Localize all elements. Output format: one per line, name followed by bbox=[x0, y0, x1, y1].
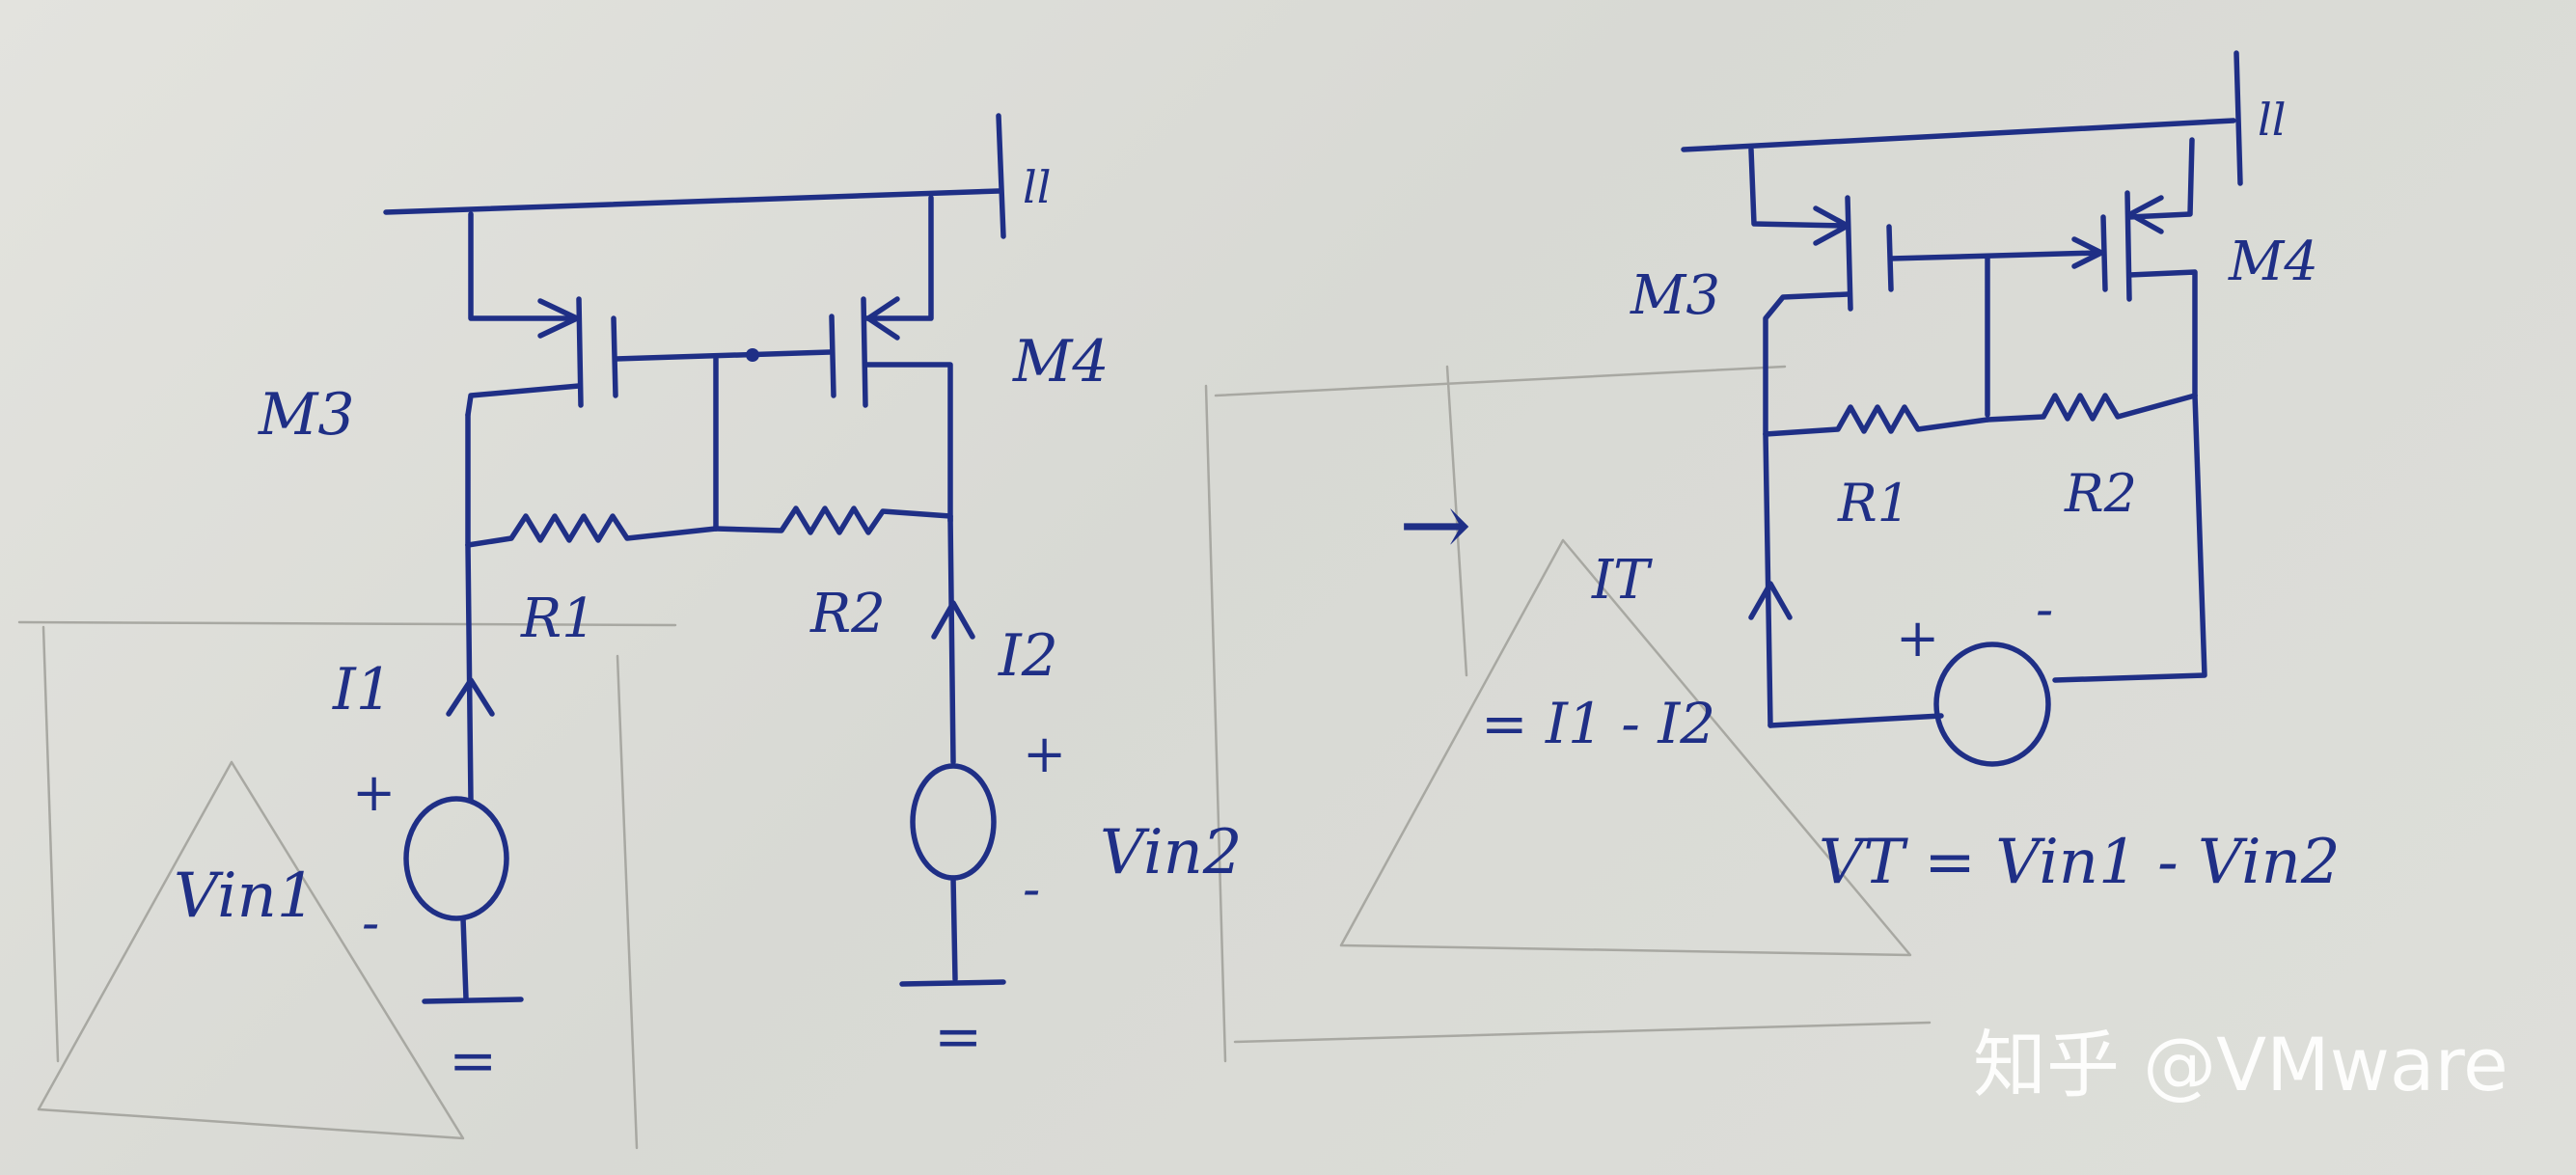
m3-label: M3 bbox=[258, 381, 355, 449]
vin1-ground bbox=[422, 997, 524, 1004]
rm3-source-lead bbox=[1748, 147, 1848, 229]
left-supply-symbol: ll bbox=[1023, 161, 1051, 213]
rit-arrow bbox=[1748, 581, 1793, 620]
rr1-label: R1 bbox=[1837, 473, 1910, 533]
r1-label: R1 bbox=[520, 588, 596, 650]
rit-wire bbox=[1763, 431, 1773, 728]
rm4-arrow bbox=[2127, 195, 2164, 234]
vt-equation: VT = Vin1 - Vin2 bbox=[1819, 827, 2341, 898]
m4-gate-plate bbox=[829, 314, 836, 398]
m4-arrow bbox=[865, 296, 900, 341]
i2-arrow bbox=[931, 600, 975, 640]
rm3-channel bbox=[1845, 195, 1853, 312]
rm4-channel bbox=[2124, 190, 2132, 302]
vin2-ground-wire bbox=[950, 875, 958, 982]
m4-label: M4 bbox=[1012, 328, 1110, 396]
vin1-plus: + bbox=[352, 762, 396, 823]
watermark-text: 知乎 @VMware bbox=[1973, 1022, 2508, 1107]
vin1-label: Vin1 bbox=[174, 861, 316, 932]
vin2-ground-symbol: = bbox=[934, 1003, 982, 1071]
m4-drain-lead bbox=[863, 362, 953, 524]
r2-label: R2 bbox=[809, 583, 886, 645]
i1-wire bbox=[465, 542, 474, 804]
it-equation: = I1 - I2 bbox=[1481, 691, 1715, 756]
left-supply-rail bbox=[383, 188, 1001, 215]
vin1-minus: - bbox=[362, 892, 379, 953]
left-gate-tie bbox=[613, 349, 833, 362]
rm4-drain-lead bbox=[2126, 269, 2198, 398]
i1-arrow bbox=[446, 677, 495, 717]
vt-plus: + bbox=[1896, 608, 1939, 669]
rr2-resistor bbox=[1985, 393, 2198, 423]
vin1-ground-wire bbox=[460, 915, 469, 1001]
vin2-source-circle bbox=[910, 763, 997, 881]
vin1-ground-symbol: = bbox=[449, 1027, 497, 1095]
rm4-label: M4 bbox=[2228, 231, 2318, 293]
right-supply-symbol: ll bbox=[2258, 94, 2286, 146]
rr2-label: R2 bbox=[2064, 463, 2137, 524]
vt-minus: - bbox=[2036, 579, 2053, 640]
m3-source-lead bbox=[468, 211, 572, 321]
m3-channel bbox=[576, 296, 584, 408]
rm4-source-lead bbox=[2126, 137, 2195, 220]
right-gate-arrowhead bbox=[2071, 236, 2104, 269]
r1-resistor bbox=[465, 513, 719, 548]
vin1-source-circle bbox=[403, 796, 509, 921]
vt-left-wire bbox=[1768, 713, 1944, 728]
m3-drain-lead bbox=[465, 383, 582, 418]
pencil-sketch-background bbox=[17, 365, 1932, 1150]
i2-wire bbox=[947, 513, 956, 765]
rm3-drain-lead bbox=[1763, 291, 1850, 437]
right-circuit: ll M3 M4 R1 R2 IT = I1 - I2 + bbox=[1481, 50, 2341, 898]
i2-label: I2 bbox=[998, 622, 1058, 690]
it-label: IT bbox=[1591, 549, 1653, 612]
rm3-label: M3 bbox=[1630, 264, 1720, 327]
r2-resistor bbox=[713, 506, 953, 535]
vin2-ground bbox=[899, 979, 1006, 987]
left-circuit: ll M3 M4 R1 R2 I1 + - Vin1 bbox=[174, 113, 1243, 1095]
right-supply-rail bbox=[1681, 118, 2236, 152]
rr1-resistor bbox=[1763, 404, 1990, 437]
vt-source-circle bbox=[1933, 642, 2051, 767]
vin2-plus: + bbox=[1023, 724, 1066, 784]
m4-channel bbox=[861, 296, 868, 408]
vin2-minus: - bbox=[1023, 859, 1040, 919]
right-supply-plate bbox=[2233, 50, 2243, 186]
rm4-gate-plate bbox=[2100, 214, 2108, 292]
gate-node-dot bbox=[746, 348, 759, 362]
left-supply-plate bbox=[996, 113, 1006, 239]
m4-source-lead bbox=[863, 195, 934, 321]
vin2-label: Vin2 bbox=[1100, 817, 1243, 888]
i1-label: I1 bbox=[332, 656, 393, 724]
transform-arrow: → bbox=[1399, 475, 1471, 576]
right-gate-tie bbox=[1888, 250, 2101, 261]
right-vertical-wire bbox=[2052, 393, 2207, 683]
